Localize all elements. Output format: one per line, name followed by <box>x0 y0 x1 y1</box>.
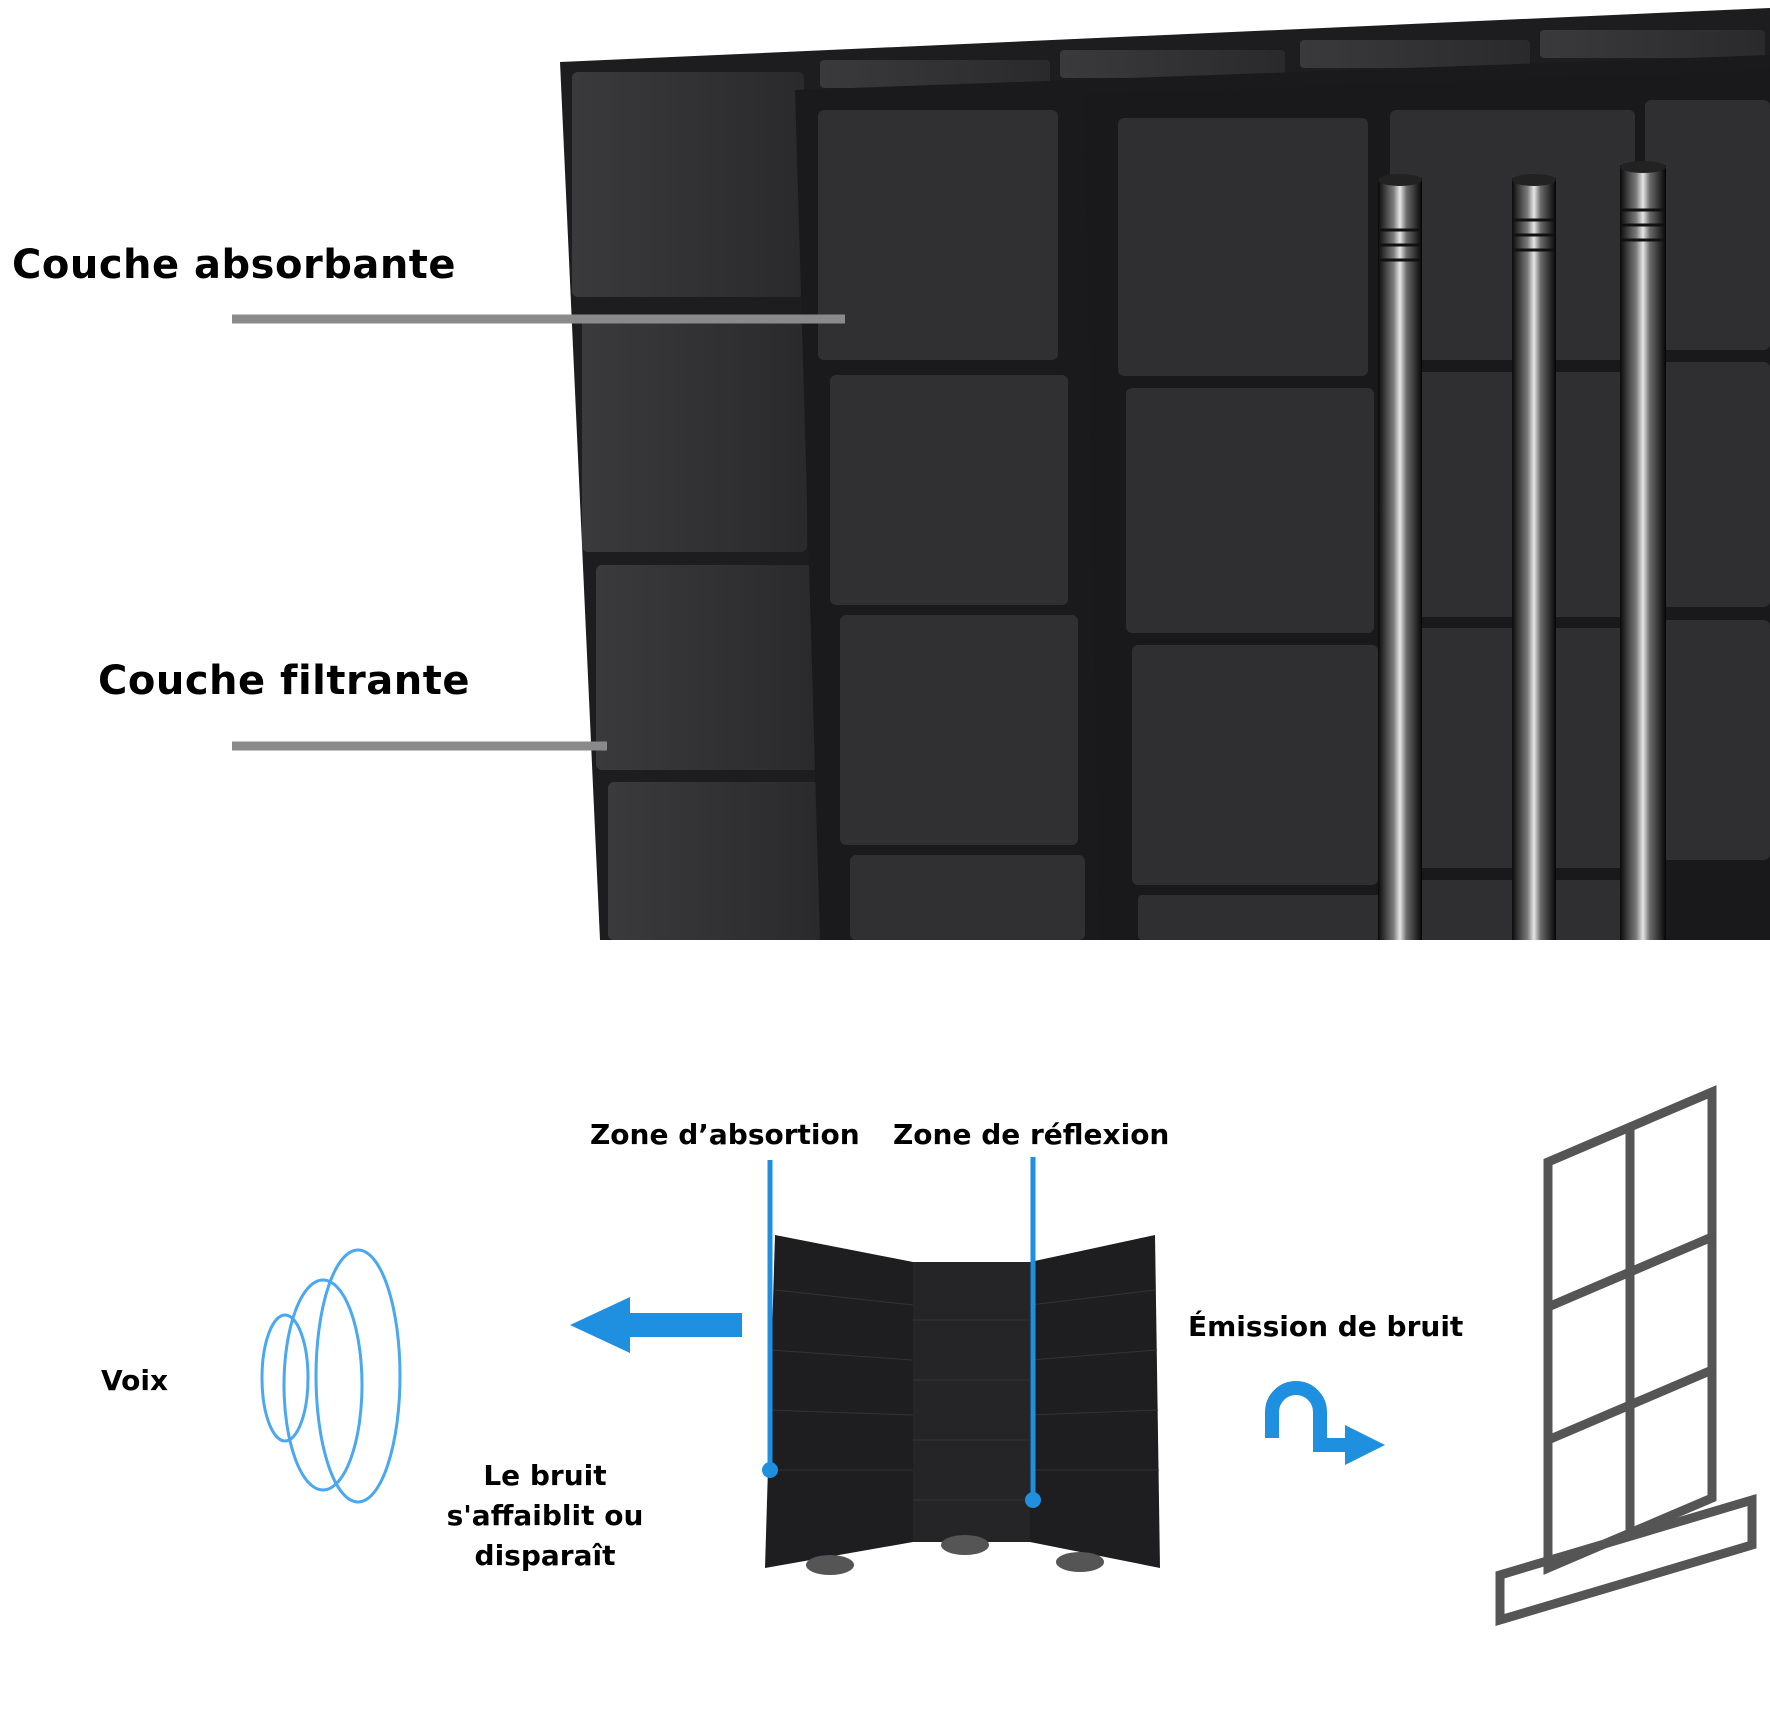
absorbing-layer-label: Couche absorbante <box>12 242 457 288</box>
back-panel-tiles <box>572 30 1765 940</box>
reflection-zone-label: Zone de réflexion <box>893 1118 1170 1151</box>
front-panel-tiles <box>1118 100 1770 940</box>
u-turn-arrow-icon <box>1265 1381 1385 1465</box>
reflection-zone-pointer <box>1025 1157 1041 1508</box>
window-icon <box>1495 1085 1757 1627</box>
noise-emission-label: Émission de bruit <box>1188 1310 1464 1343</box>
metal-poles <box>1378 161 1666 940</box>
isolation-screen <box>765 1235 1160 1575</box>
voice-label: Voix <box>101 1364 169 1397</box>
arrow-left-icon <box>570 1297 742 1353</box>
filtering-layer-label: Couche filtrante <box>98 658 470 704</box>
sound-wave-icon <box>260 1248 402 1504</box>
foam-panel-illustration <box>232 8 1770 940</box>
noise-weakens-label: Le bruit s'affaiblit ou disparaît <box>446 1459 644 1572</box>
middle-panel-tiles <box>818 110 1085 940</box>
absorption-zone-pointer <box>762 1160 778 1478</box>
absorption-zone-label: Zone d’absortion <box>590 1118 860 1151</box>
